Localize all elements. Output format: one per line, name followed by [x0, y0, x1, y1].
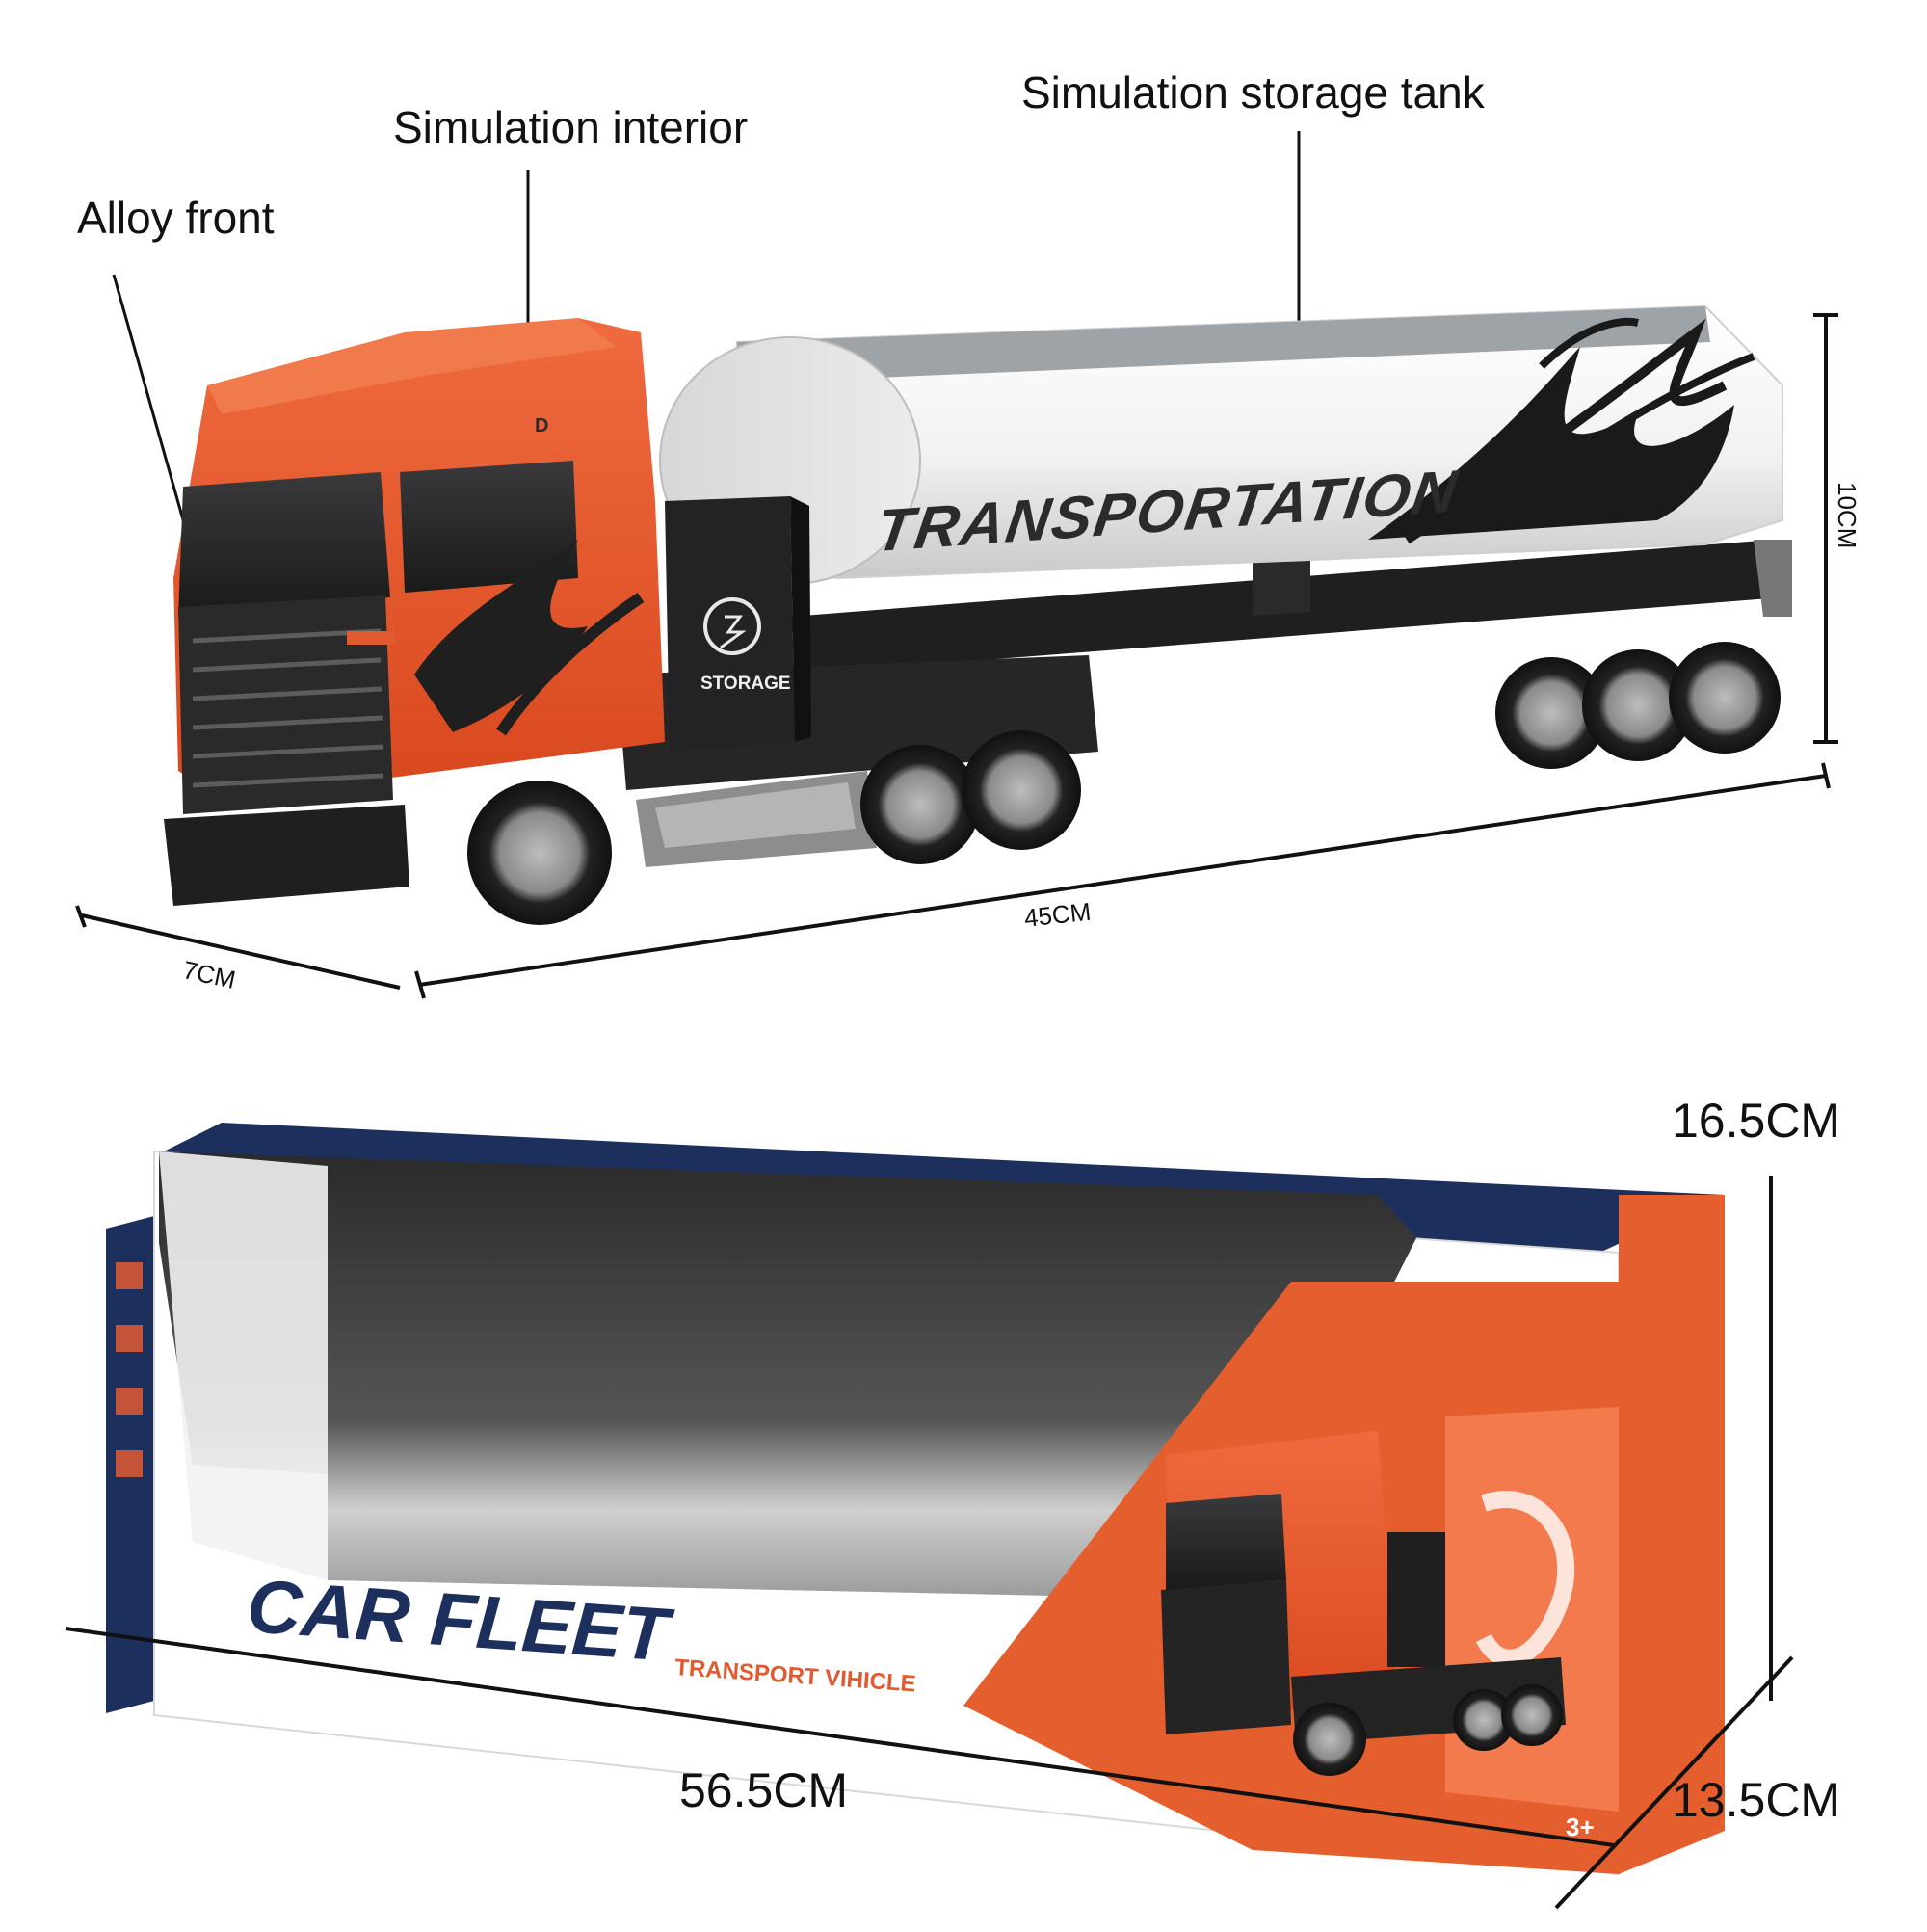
cab-badge: D	[535, 415, 548, 437]
box-depth-label: 13.5CM	[1672, 1773, 1840, 1827]
lightning-logo-icon	[703, 597, 761, 655]
width-dimension-line	[81, 913, 401, 990]
truck-height-label: 10CM	[1833, 482, 1861, 548]
box-height-label: 16.5CM	[1672, 1094, 1840, 1148]
windshield	[178, 472, 390, 617]
box-length-label: 56.5CM	[679, 1763, 848, 1817]
feature-icon-2	[116, 1325, 143, 1352]
feature-icon-4	[116, 1450, 143, 1477]
truck-length-label: 45CM	[1023, 897, 1093, 933]
box-truck-image	[1161, 1431, 1566, 1776]
rear-wheel-1	[860, 745, 980, 864]
trailer-wheels	[1495, 642, 1781, 769]
tractor-cab: D	[164, 318, 665, 906]
storage-box: STORAGE	[665, 496, 811, 752]
tanker-truck: TRANSPORTATION STORAGE	[164, 304, 1792, 925]
truck-dimension-lines: 10CM 45CM 7CM	[75, 313, 1861, 999]
trailer-wheel-1	[1495, 657, 1607, 769]
feature-icon-3	[116, 1388, 143, 1415]
side-window	[400, 461, 578, 593]
storage-box-text: STORAGE	[700, 674, 791, 694]
box-age-mark: 3+	[1566, 1813, 1595, 1841]
package-box: CAR FLEET TRANSPORT VIHICLE 3+	[106, 1123, 1725, 1876]
box-dimension-lines: 56.5CM 16.5CM 13.5CM	[65, 1094, 1840, 1910]
alloy-front-grille	[178, 595, 393, 814]
trailer-wheel-2	[1582, 649, 1694, 761]
trailer-wheel-3	[1669, 642, 1781, 754]
front-wheel	[467, 781, 612, 925]
callout-alloy-front: Alloy front	[77, 193, 275, 243]
box-feature-icons	[116, 1262, 143, 1477]
storage-tank: TRANSPORTATION	[659, 304, 1783, 585]
box-length-line	[65, 1627, 1615, 1847]
callout-simulation-interior: Simulation interior	[393, 102, 748, 152]
box-depth-line	[1554, 1655, 1794, 1910]
box-window	[159, 1151, 1416, 1600]
front-bumper	[164, 805, 409, 906]
truck-width-label: 7CM	[180, 955, 238, 994]
length-dimension-line	[418, 774, 1827, 987]
tractor-wheels	[467, 730, 1081, 925]
feature-icon-1	[116, 1262, 143, 1289]
callout-simulation-storage-tank: Simulation storage tank	[1021, 67, 1486, 118]
rear-wheel-2	[962, 730, 1081, 850]
